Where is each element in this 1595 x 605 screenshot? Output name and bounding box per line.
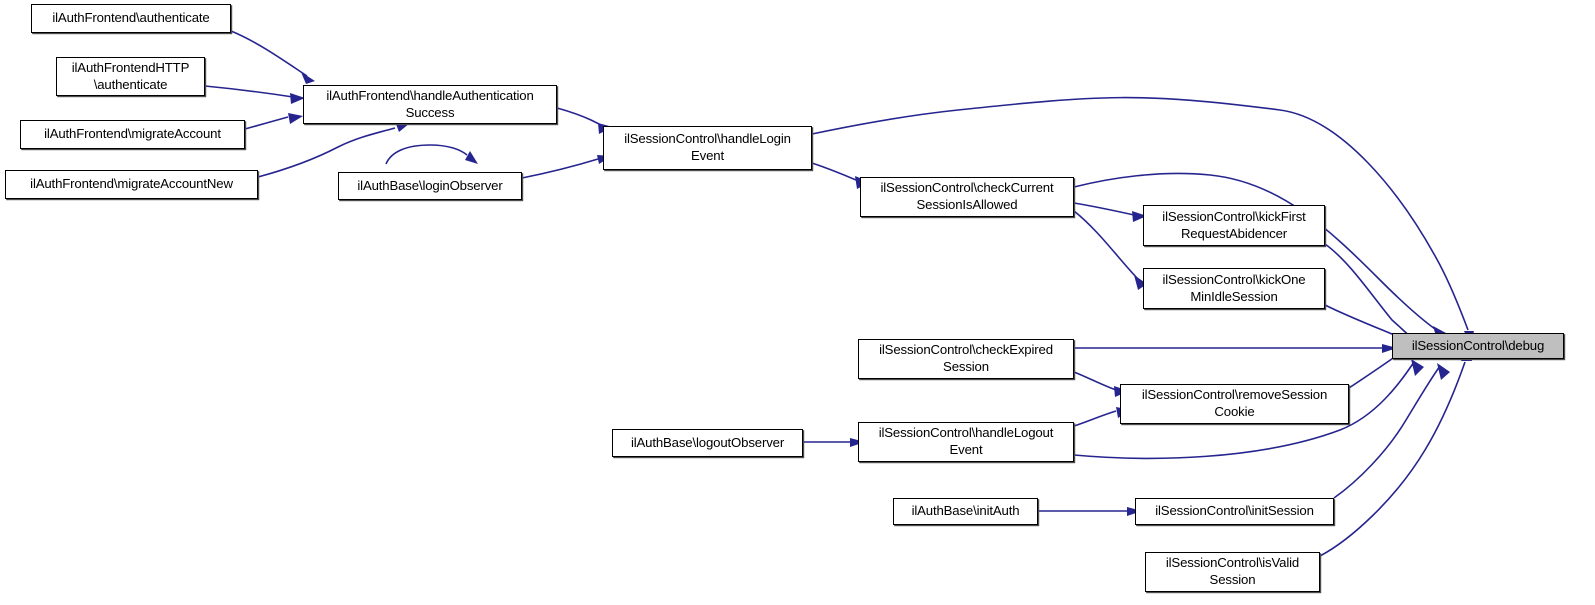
graph-node-kick_first[interactable]: ilSessionControl\kickFirst RequestAbiden… <box>1143 205 1325 246</box>
graph-arrowhead-init_auth-to-init_session <box>1127 507 1142 516</box>
graph-arrowhead-authenticate-to-handle_auth_success <box>301 72 315 84</box>
graph-arrowhead-logout_observer-to-handle_logout_event <box>850 438 865 447</box>
graph-node-kick_one_min[interactable]: ilSessionControl\kickOne MinIdleSession <box>1143 268 1325 309</box>
graph-edge-handle_auth_success-to-handle_login_event <box>556 107 604 127</box>
graph-edge-kick_first-to-debug <box>1324 243 1413 339</box>
graph-node-init_session[interactable]: ilSessionControl\initSession <box>1135 498 1334 525</box>
graph-edge-check_current-to-kick_one_min <box>1073 210 1138 279</box>
graph-arrowhead-migrate_account-to-handle_auth_success <box>288 113 303 124</box>
graph-edge-check_expired-to-remove_cookie <box>1073 371 1117 391</box>
graph-edge-authenticate-to-handle_auth_success <box>230 30 308 77</box>
graph-node-migrate_account[interactable]: ilAuthFrontend\migrateAccount <box>20 120 245 149</box>
graph-arrowhead-check_current-to-kick_one_min <box>1134 275 1147 290</box>
graph-node-remove_cookie[interactable]: ilSessionControl\removeSession Cookie <box>1120 384 1349 424</box>
graph-edge-handle_login_event-to-check_current <box>811 162 857 181</box>
graph-node-migrate_account_new[interactable]: ilAuthFrontend\migrateAccountNew <box>5 170 258 199</box>
graph-edge-init_session-to-debug <box>1333 365 1441 499</box>
graph-arrowhead-check_current-to-kick_first <box>1132 211 1147 222</box>
graph-node-check_expired[interactable]: ilSessionControl\checkExpired Session <box>858 339 1074 379</box>
graph-node-authenticate[interactable]: ilAuthFrontend\authenticate <box>31 4 231 33</box>
graph-edge-migrate_account_new-to-handle_auth_success <box>257 127 396 178</box>
graph-node-is_valid_session[interactable]: ilSessionControl\isValid Session <box>1145 552 1320 592</box>
graph-edge-login_observer-to-login_observer <box>385 144 468 165</box>
graph-edge-http_authenticate-to-handle_auth_success <box>204 85 294 98</box>
graph-edge-migrate_account-to-handle_auth_success <box>244 116 289 130</box>
graph-node-handle_auth_success[interactable]: ilAuthFrontend\handleAuthentication Succ… <box>303 85 557 124</box>
graph-node-http_authenticate[interactable]: ilAuthFrontendHTTP \authenticate <box>56 57 205 96</box>
graph-edge-check_current-to-kick_first <box>1073 202 1135 216</box>
graph-node-check_current[interactable]: ilSessionControl\checkCurrent SessionIsA… <box>860 177 1074 217</box>
graph-edge-handle_logout_event-to-remove_cookie <box>1073 410 1117 427</box>
graph-arrowhead-migrate_account_new-to-handle_auth_success <box>396 123 410 132</box>
graph-edge-handle_logout_event-to-debug <box>1073 361 1415 460</box>
graph-arrowhead-login_observer-to-login_observer <box>465 151 478 164</box>
graph-edge-handle_login_event-to-debug <box>811 96 1469 331</box>
graph-edge-login_observer-to-handle_login_event <box>521 158 599 179</box>
graph-edge-check_current-to-debug <box>1073 172 1436 330</box>
graph-arrowhead-http_authenticate-to-handle_auth_success <box>290 93 305 104</box>
graph-node-handle_logout_event[interactable]: ilSessionControl\handleLogout Event <box>858 422 1074 462</box>
graph-node-debug[interactable]: ilSessionControl\debug <box>1392 333 1564 359</box>
graph-edge-is_valid_session-to-debug <box>1319 361 1466 557</box>
graph-node-init_auth[interactable]: ilAuthBase\initAuth <box>893 498 1038 525</box>
graph-node-handle_login_event[interactable]: ilSessionControl\handleLogin Event <box>603 126 812 170</box>
graph-node-logout_observer[interactable]: ilAuthBase\logoutObserver <box>612 429 803 457</box>
graph-node-login_observer[interactable]: ilAuthBase\loginObserver <box>338 172 522 200</box>
graph-arrowhead-check_expired-to-debug <box>1382 344 1397 353</box>
graph-arrowhead-init_session-to-debug <box>1437 363 1450 380</box>
graph-arrowhead-handle_logout_event-to-debug <box>1411 359 1424 376</box>
